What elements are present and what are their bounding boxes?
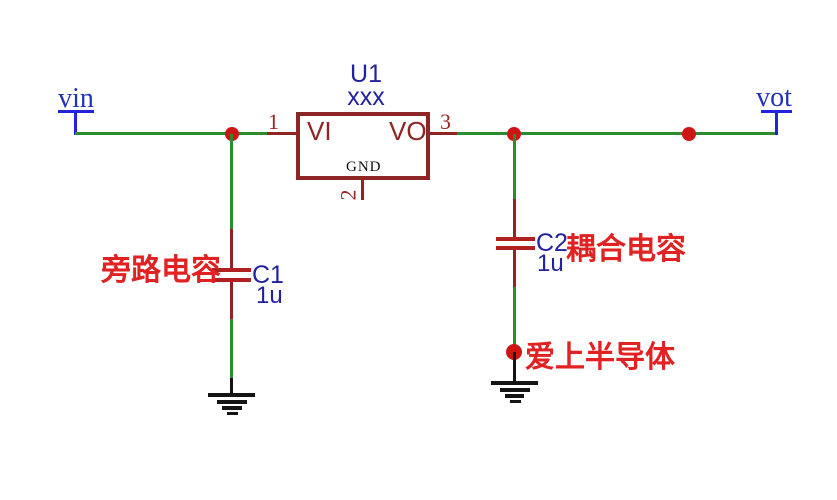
ground-left-bar1: [208, 393, 255, 397]
ic-pin1-number: 1: [268, 109, 279, 134]
c2-refdes: C2: [536, 229, 568, 257]
annotation-bypass-capacitor: 旁路电容: [101, 254, 221, 287]
ic-pin2-number: 2: [335, 189, 361, 201]
ground-left-stem: [230, 378, 233, 395]
junction-dot-output[interactable]: [682, 127, 696, 141]
c1-lead-bottom[interactable]: [230, 282, 233, 319]
net-label-vin[interactable]: vin: [58, 83, 94, 114]
ground-right-bar3: [505, 394, 524, 398]
ic-pin2-stub[interactable]: [361, 180, 364, 200]
annotation-coupling-capacitor: 耦合电容: [566, 233, 686, 266]
wire-c1-upper[interactable]: [230, 134, 233, 229]
ground-right-bar2: [500, 388, 530, 392]
wire-c2-lower[interactable]: [513, 287, 516, 349]
vot-terminal-bar-icon: [761, 110, 792, 113]
ic-pin-vo-label: VO: [389, 116, 427, 146]
c2-lead-top[interactable]: [513, 199, 516, 239]
c1-lead-top[interactable]: [230, 229, 233, 271]
ic-pin3-stub[interactable]: [430, 132, 457, 135]
ic-body[interactable]: [296, 112, 430, 180]
ic-refdes: U1: [350, 60, 382, 88]
net-label-vot[interactable]: vot: [756, 82, 792, 113]
c2-lead-bottom[interactable]: [513, 250, 516, 287]
capacitor-c2-plate-bottom[interactable]: [496, 246, 535, 250]
vin-terminal-stem: [74, 110, 77, 135]
ground-left-bar3: [222, 406, 242, 410]
capacitor-c1-plate-top[interactable]: [212, 268, 251, 272]
c1-refdes: C1: [252, 261, 284, 289]
ic-pin1-stub[interactable]: [267, 132, 296, 135]
ic-pin3-number: 3: [440, 109, 451, 134]
vot-terminal-stem: [775, 112, 778, 135]
annotation-brand: 爱上半导体: [525, 341, 675, 374]
wire-c2-upper[interactable]: [513, 134, 516, 199]
wire-output[interactable]: [457, 132, 777, 135]
c1-value: 1u: [256, 282, 283, 309]
ic-pin-vi-label: VI: [307, 116, 332, 146]
ground-right-stem: [513, 352, 516, 383]
capacitor-c1-plate-bottom[interactable]: [212, 278, 251, 282]
ground-left-bar2: [217, 400, 247, 404]
ground-left-bar4: [227, 412, 238, 415]
c2-value: 1u: [537, 250, 564, 277]
wire-vin-to-junction[interactable]: [75, 132, 267, 135]
ic-value: xxx: [347, 83, 385, 111]
wire-c1-lower[interactable]: [230, 319, 233, 378]
capacitor-c2-plate-top[interactable]: [496, 237, 535, 241]
ic-pin-gnd-label: GND: [346, 159, 382, 175]
ground-right-bar1: [491, 381, 538, 385]
ground-right-bar4: [510, 400, 521, 403]
